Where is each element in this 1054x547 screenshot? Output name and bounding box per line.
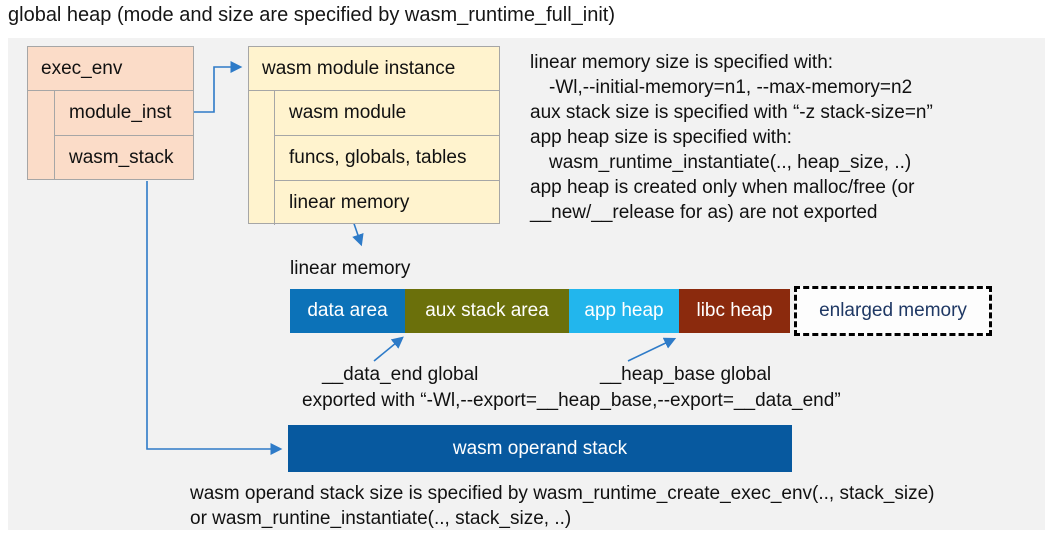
- segment-enlarged-memory: enlarged memory: [794, 286, 992, 336]
- memory-config-notes: linear memory size is specified with: -W…: [530, 50, 933, 225]
- exec-env-header: exec_env: [28, 47, 193, 91]
- note-line: linear memory size is specified with:: [530, 52, 834, 73]
- segment-libc-heap: libc heap: [679, 289, 790, 333]
- data-end-global-label: __data_end global: [322, 364, 479, 385]
- linear-memory-label: linear memory: [290, 258, 411, 279]
- module-instance-row-wasm-module: wasm module: [275, 91, 499, 136]
- wasm-operand-stack-box: wasm operand stack: [288, 425, 792, 472]
- page-title: global heap (mode and size are specified…: [8, 4, 615, 26]
- segment-data-area: data area: [290, 289, 405, 333]
- module-instance-header: wasm module instance: [249, 47, 499, 91]
- operand-stack-notes: wasm operand stack size is specified by …: [190, 481, 935, 531]
- module-instance-row-linear-memory: linear memory: [289, 192, 410, 213]
- linear-memory-bar: data area aux stack area app heap libc h…: [290, 289, 790, 333]
- note-line: app heap is created only when malloc/fre…: [530, 177, 915, 198]
- note-line: __new/__release for as) are not exported: [530, 202, 878, 223]
- note-line: -Wl,--initial-memory=n1, --max-memory=n2: [549, 77, 913, 98]
- exec-env-rows: module_inst wasm_stack: [54, 91, 193, 180]
- module-instance-rows: wasm module funcs, globals, tables linea…: [274, 91, 499, 225]
- note-line: wasm_runtime_instantiate(.., heap_size, …: [549, 152, 912, 173]
- note-line: or wasm_runtine_instantiate(.., stack_si…: [190, 508, 572, 529]
- segment-app-heap: app heap: [569, 289, 679, 333]
- note-line: app heap size is specified with:: [530, 127, 792, 148]
- exec-env-row-wasm-stack: wasm_stack: [69, 147, 174, 168]
- module-instance-row-funcs-globals-tables: funcs, globals, tables: [275, 136, 499, 181]
- heap-base-global-label: __heap_base global: [600, 364, 772, 385]
- exported-flags-label: exported with “-Wl,--export=__heap_base,…: [302, 390, 841, 411]
- note-line: aux stack size is specified with “-z sta…: [530, 102, 933, 123]
- note-line: wasm operand stack size is specified by …: [190, 483, 935, 504]
- module-instance-box: wasm module instance wasm module funcs, …: [248, 46, 500, 225]
- segment-aux-stack-area: aux stack area: [405, 289, 569, 333]
- exec-env-box: exec_env module_inst wasm_stack: [27, 46, 194, 180]
- exec-env-row-module-inst: module_inst: [55, 91, 193, 136]
